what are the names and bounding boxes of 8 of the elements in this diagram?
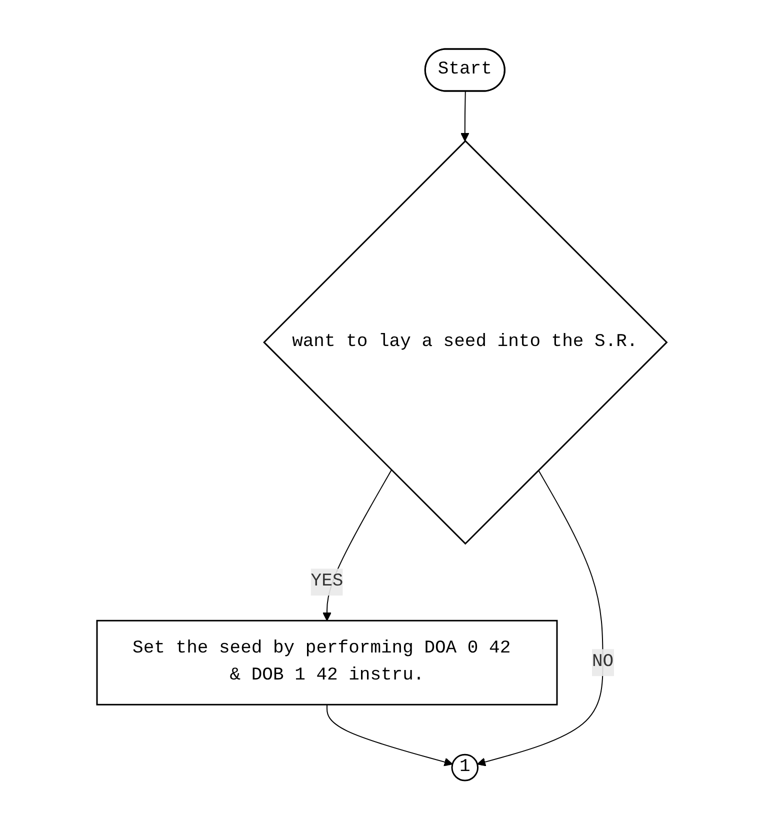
edge-label: NO [592, 652, 614, 672]
arrow [326, 704, 453, 766]
node-circle: 1 [451, 754, 479, 782]
node-box: Set the seed by performing DOA 0 42 & DOB 1 42 instru. [96, 620, 558, 706]
node-diamond: want to lay a seed into the S.R. [263, 140, 668, 545]
arrow [477, 470, 604, 766]
edge-label: YES [310, 572, 344, 592]
arrow [460, 90, 470, 142]
